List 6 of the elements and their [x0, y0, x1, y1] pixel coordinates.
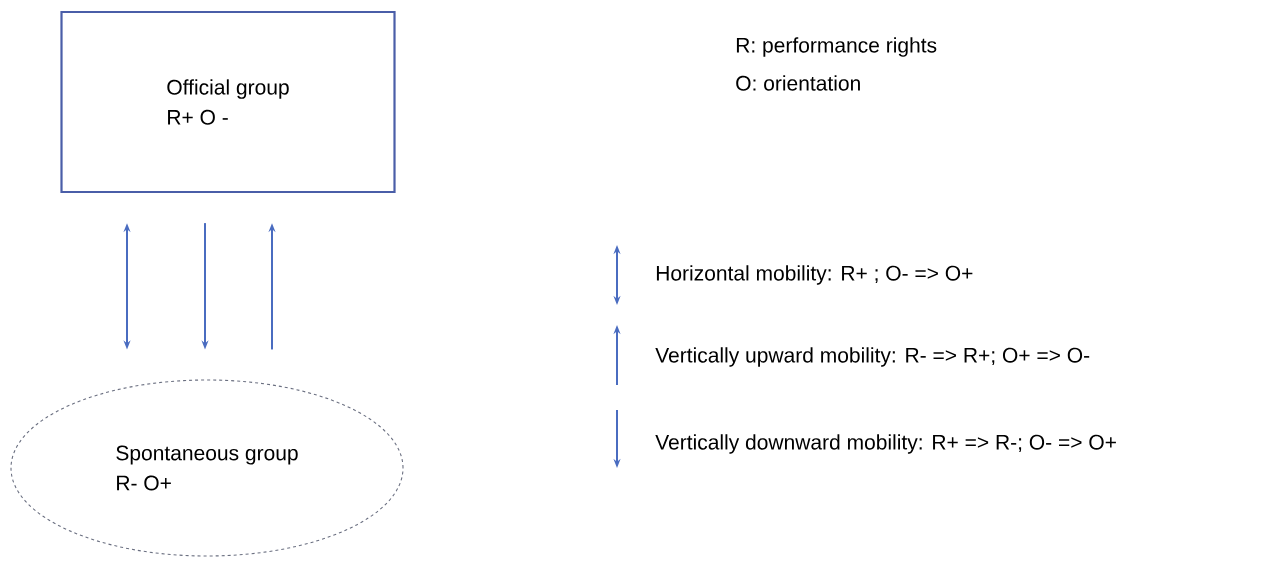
legend-text: Vertically downward mobility: R+ => R-; O- => O+ [655, 434, 1116, 454]
legend-text: Horizontal mobility: R+ ; O- => O+ [656, 265, 973, 285]
group-box: Official group R+ O - [60, 10, 396, 194]
key-text: O: orientation [736, 75, 860, 91]
legend-text: Vertically upward mobility: R- => R+; O+ => O- [655, 347, 1090, 367]
key-text: R: performance rights [736, 37, 937, 57]
